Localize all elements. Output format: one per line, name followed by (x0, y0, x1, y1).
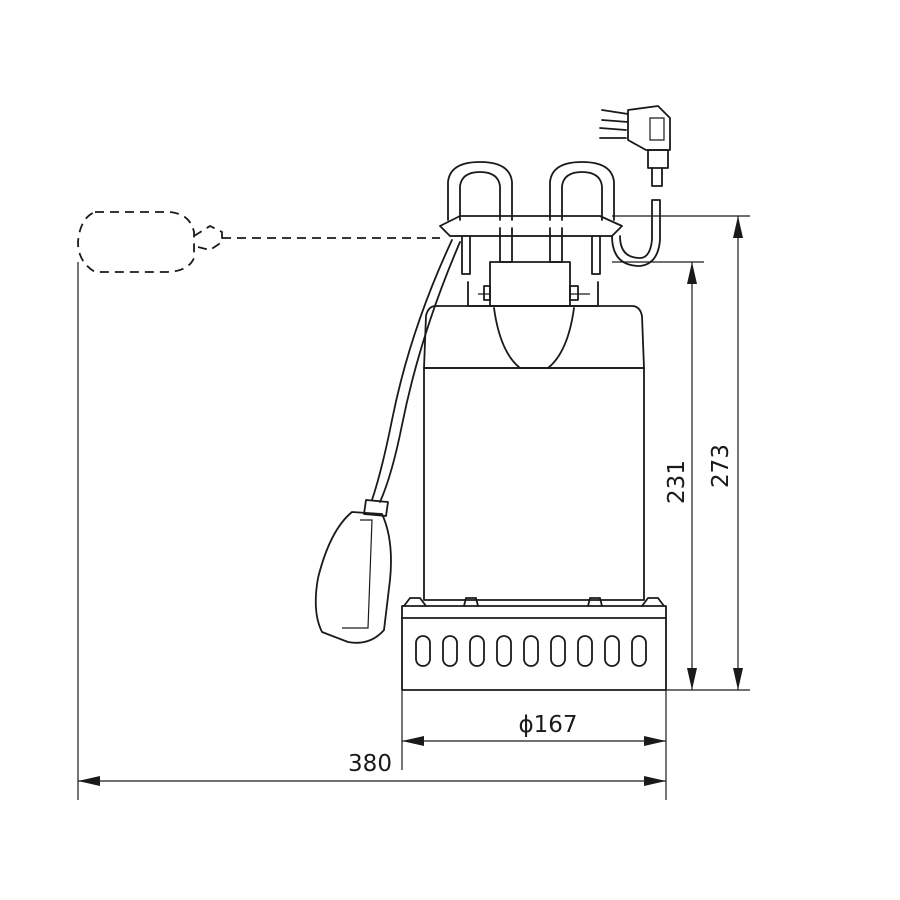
power-cable-with-plug (599, 105, 671, 267)
carry-handles (447, 161, 615, 221)
strainer-base (401, 597, 667, 691)
height-total-label: 273 (708, 444, 734, 488)
dimension-height-body: 231 (612, 261, 704, 690)
strainer-slots (415, 635, 647, 667)
float-switch-raised-dashed (77, 211, 440, 273)
top-cap (439, 215, 623, 307)
motor-housing (423, 305, 645, 601)
dimension-height-total: 273 (612, 215, 750, 691)
dimension-width-overall: 380 (77, 262, 666, 800)
dimension-diameter: ϕ167 (401, 690, 667, 800)
width-overall-label: 380 (348, 751, 392, 777)
float-switch-hanging (314, 239, 461, 644)
diameter-label: ϕ167 (518, 712, 577, 738)
height-body-label: 231 (664, 460, 690, 504)
